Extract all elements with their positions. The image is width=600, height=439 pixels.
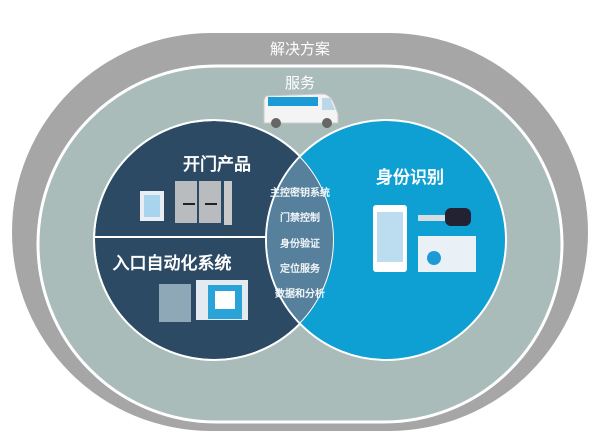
services-label: 服务 [284,74,316,92]
van-icon [263,93,339,128]
entrance-automation-icon [159,280,248,322]
door-products-label: 开门产品 [183,155,251,175]
overlap-item: 定位服务 [280,264,320,275]
identification-label: 身份识别 [376,168,444,188]
overlap-item: 门禁控制 [280,213,320,224]
door-products-icon [140,181,232,225]
overlap-item: 主控密钥系统 [270,188,330,199]
solutions-label: 解决方案 [269,40,331,58]
entrance-automation-label: 入口自动化系统 [112,254,232,274]
overlap-item: 数据和分析 [275,289,325,300]
identification-icons [373,205,476,272]
overlap-item: 身份验证 [280,239,320,250]
